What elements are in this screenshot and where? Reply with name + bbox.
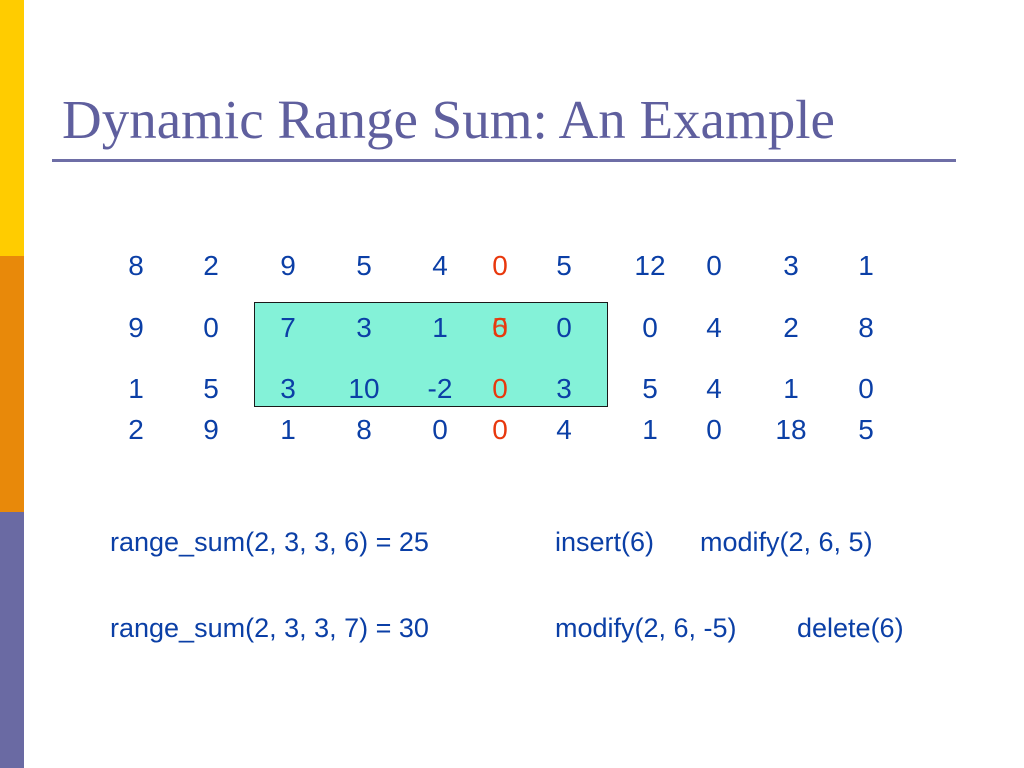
matrix-cell: 3 bbox=[356, 312, 372, 343]
matrix-cell: 0 bbox=[706, 250, 722, 281]
matrix-cell: 8 bbox=[356, 414, 372, 445]
operation-insert: insert(6) bbox=[555, 527, 655, 557]
query-range-highlight bbox=[254, 302, 608, 407]
operation-modify-positive: modify(2, 6, 5) bbox=[700, 527, 873, 557]
range-sum-query-2: range_sum(2, 3, 3, 7) = 30 bbox=[110, 613, 429, 643]
accent-bar-bottom bbox=[0, 512, 24, 768]
matrix-cell: 0 bbox=[858, 373, 874, 404]
accent-bar-middle bbox=[0, 256, 24, 512]
matrix-cell: 8 bbox=[128, 250, 144, 281]
matrix-cell: 1 bbox=[642, 414, 658, 445]
matrix-cell: 2 bbox=[128, 414, 144, 445]
matrix-cell: 0 bbox=[556, 312, 572, 343]
matrix-cell: 4 bbox=[556, 414, 572, 445]
matrix-cell-changed: 0 bbox=[492, 312, 508, 343]
matrix-cell: 5 bbox=[203, 373, 219, 404]
operation-delete: delete(6) bbox=[797, 613, 904, 643]
matrix-cell: 1 bbox=[432, 312, 448, 343]
matrix-cell: 18 bbox=[775, 414, 807, 445]
accent-bar-top bbox=[0, 0, 24, 256]
slide-title: Dynamic Range Sum: An Example bbox=[62, 89, 835, 150]
matrix-cell-changed: 0 bbox=[492, 250, 508, 281]
matrix-cell: 7 bbox=[280, 312, 296, 343]
matrix-cell: 5 bbox=[858, 414, 874, 445]
matrix-cell: 1 bbox=[128, 373, 144, 404]
matrix-cell: 5 bbox=[356, 250, 372, 281]
matrix-cell: 9 bbox=[128, 312, 144, 343]
accent-bar bbox=[0, 0, 24, 768]
matrix-cell: 9 bbox=[203, 414, 219, 445]
matrix-cell: 0 bbox=[642, 312, 658, 343]
matrix-cell: 2 bbox=[783, 312, 799, 343]
matrix-cell: 1 bbox=[783, 373, 799, 404]
matrix-cell: 5 bbox=[556, 250, 572, 281]
matrix-cell: -2 bbox=[427, 373, 453, 404]
matrix-cell: 4 bbox=[706, 312, 722, 343]
matrix-cell: 0 bbox=[432, 414, 448, 445]
title-underline bbox=[52, 159, 956, 162]
matrix-cell: 9 bbox=[280, 250, 296, 281]
matrix-cell: 10 bbox=[348, 373, 380, 404]
matrix-cell: 0 bbox=[706, 414, 722, 445]
matrix-cell: 2 bbox=[203, 250, 219, 281]
matrix-cell: 8 bbox=[858, 312, 874, 343]
matrix-cell-overlay: 5 bbox=[492, 312, 508, 343]
matrix-cell: 1 bbox=[280, 414, 296, 445]
matrix-cell-changed: 0 bbox=[492, 414, 508, 445]
operation-modify-negative: modify(2, 6, -5) bbox=[555, 613, 737, 643]
matrix-cell: 3 bbox=[280, 373, 296, 404]
matrix-cell: 5 bbox=[642, 373, 658, 404]
matrix-cell-changed: 0 bbox=[492, 373, 508, 404]
matrix-cell: 4 bbox=[706, 373, 722, 404]
matrix-cell: 12 bbox=[634, 250, 666, 281]
matrix-cell: 3 bbox=[783, 250, 799, 281]
matrix-cell: 4 bbox=[432, 250, 448, 281]
matrix-cell: 3 bbox=[556, 373, 572, 404]
matrix-cell: 0 bbox=[203, 312, 219, 343]
matrix-cell: 1 bbox=[858, 250, 874, 281]
range-sum-query-1: range_sum(2, 3, 3, 6) = 25 bbox=[110, 527, 429, 557]
